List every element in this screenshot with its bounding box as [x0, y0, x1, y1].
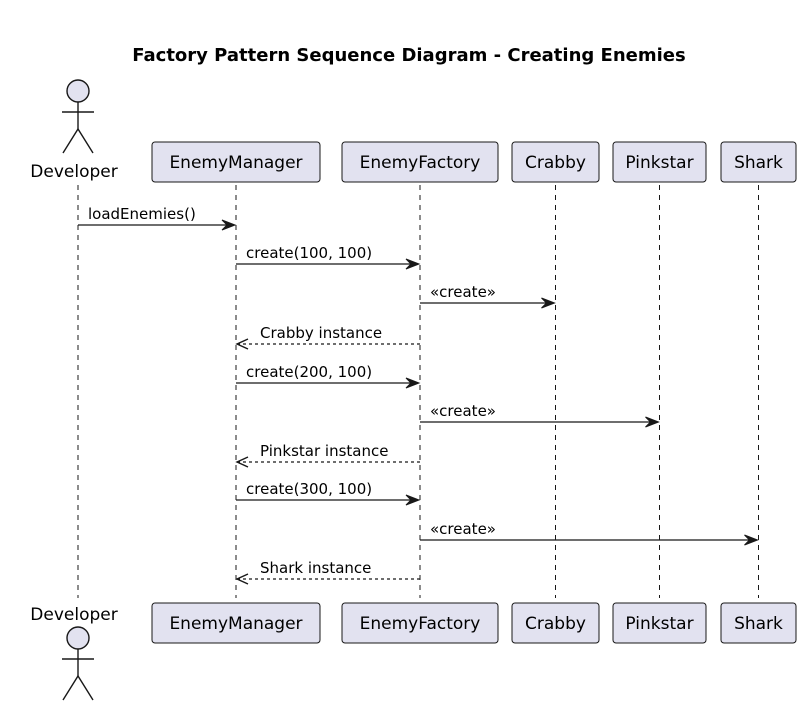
message-3: «create» — [420, 283, 556, 309]
participant-crabby-bottom: Crabby — [511, 602, 600, 644]
arrowhead-icon — [235, 456, 249, 468]
participant-label: Pinkstar — [625, 153, 693, 173]
messages: loadEnemies() create(100, 100) «create» Cra… — [78, 205, 759, 585]
participant-box — [341, 141, 499, 183]
participant-pinkstar-bottom: Pinkstar — [612, 602, 707, 644]
message-8: create(300, 100) — [236, 480, 421, 506]
participant-box — [151, 602, 321, 644]
participant-label: Pinkstar — [625, 614, 693, 634]
participant-box — [511, 141, 600, 183]
participants-top: Developer EnemyManager EnemyFactory Crabby P… — [30, 79, 797, 183]
participant-box — [612, 602, 707, 644]
message-label: Crabby instance — [260, 324, 382, 342]
participant-enemyfactory-top: EnemyFactory — [341, 141, 499, 183]
participant-box — [341, 602, 499, 644]
participant-shark-top: Shark — [720, 141, 797, 183]
participant-label: Shark — [734, 153, 783, 173]
arrowhead-icon — [541, 297, 556, 309]
message-label: «create» — [430, 283, 496, 301]
message-label: create(200, 100) — [246, 363, 372, 381]
participant-label: EnemyManager — [169, 153, 302, 173]
message-label: Shark instance — [260, 559, 371, 577]
arrowhead-icon — [744, 534, 759, 546]
message-1: loadEnemies() — [78, 205, 237, 231]
participant-label: Crabby — [525, 153, 586, 173]
participant-label: Crabby — [525, 614, 586, 634]
participant-label: EnemyFactory — [360, 614, 481, 634]
participant-enemyfactory-bottom: EnemyFactory — [341, 602, 499, 644]
participant-box — [612, 141, 707, 183]
actor-legs — [62, 674, 94, 701]
message-9: «create» — [420, 520, 759, 546]
participant-shark-bottom: Shark — [720, 602, 797, 644]
lifelines — [77, 185, 759, 598]
message-5: create(200, 100) — [236, 363, 421, 389]
actor-label-bottom: Developer — [30, 605, 117, 625]
arrowhead-icon — [235, 573, 249, 585]
arrowhead-icon — [405, 258, 421, 270]
participant-label: EnemyManager — [169, 614, 302, 634]
message-label: create(100, 100) — [246, 244, 372, 262]
actor-head — [66, 626, 90, 650]
arrowhead-icon — [235, 338, 249, 350]
message-4: Crabby instance — [235, 324, 420, 350]
participant-box — [151, 141, 321, 183]
actor-figure-top — [62, 79, 94, 154]
participant-box — [511, 602, 600, 644]
participant-enemymanager-bottom: EnemyManager — [151, 602, 321, 644]
message-7: Pinkstar instance — [235, 442, 420, 468]
message-2: create(100, 100) — [236, 244, 421, 270]
participant-label: Shark — [734, 614, 783, 634]
participant-box — [720, 141, 797, 183]
message-label: create(300, 100) — [246, 480, 372, 498]
actor-legs — [62, 127, 94, 154]
message-label: Pinkstar instance — [260, 442, 388, 460]
message-label: «create» — [430, 520, 496, 538]
participants-bottom: Developer EnemyManager EnemyFactory Crabby P… — [30, 602, 797, 701]
arrowhead-icon — [645, 416, 660, 428]
participant-pinkstar-top: Pinkstar — [612, 141, 707, 183]
actor-head — [66, 79, 90, 103]
message-6: «create» — [420, 402, 660, 428]
message-label: loadEnemies() — [88, 205, 196, 223]
arrowhead-icon — [405, 494, 421, 506]
participant-enemymanager-top: EnemyManager — [151, 141, 321, 183]
participant-box — [720, 602, 797, 644]
arrowhead-icon — [221, 219, 237, 231]
actor-figure-bottom — [62, 626, 94, 701]
actor-label-top: Developer — [30, 162, 117, 182]
message-10: Shark instance — [235, 559, 420, 585]
participant-label: EnemyFactory — [360, 153, 481, 173]
participant-crabby-top: Crabby — [511, 141, 600, 183]
arrowhead-icon — [405, 377, 421, 389]
diagram-title: Factory Pattern Sequence Diagram - Creat… — [132, 45, 685, 66]
message-label: «create» — [430, 402, 496, 420]
